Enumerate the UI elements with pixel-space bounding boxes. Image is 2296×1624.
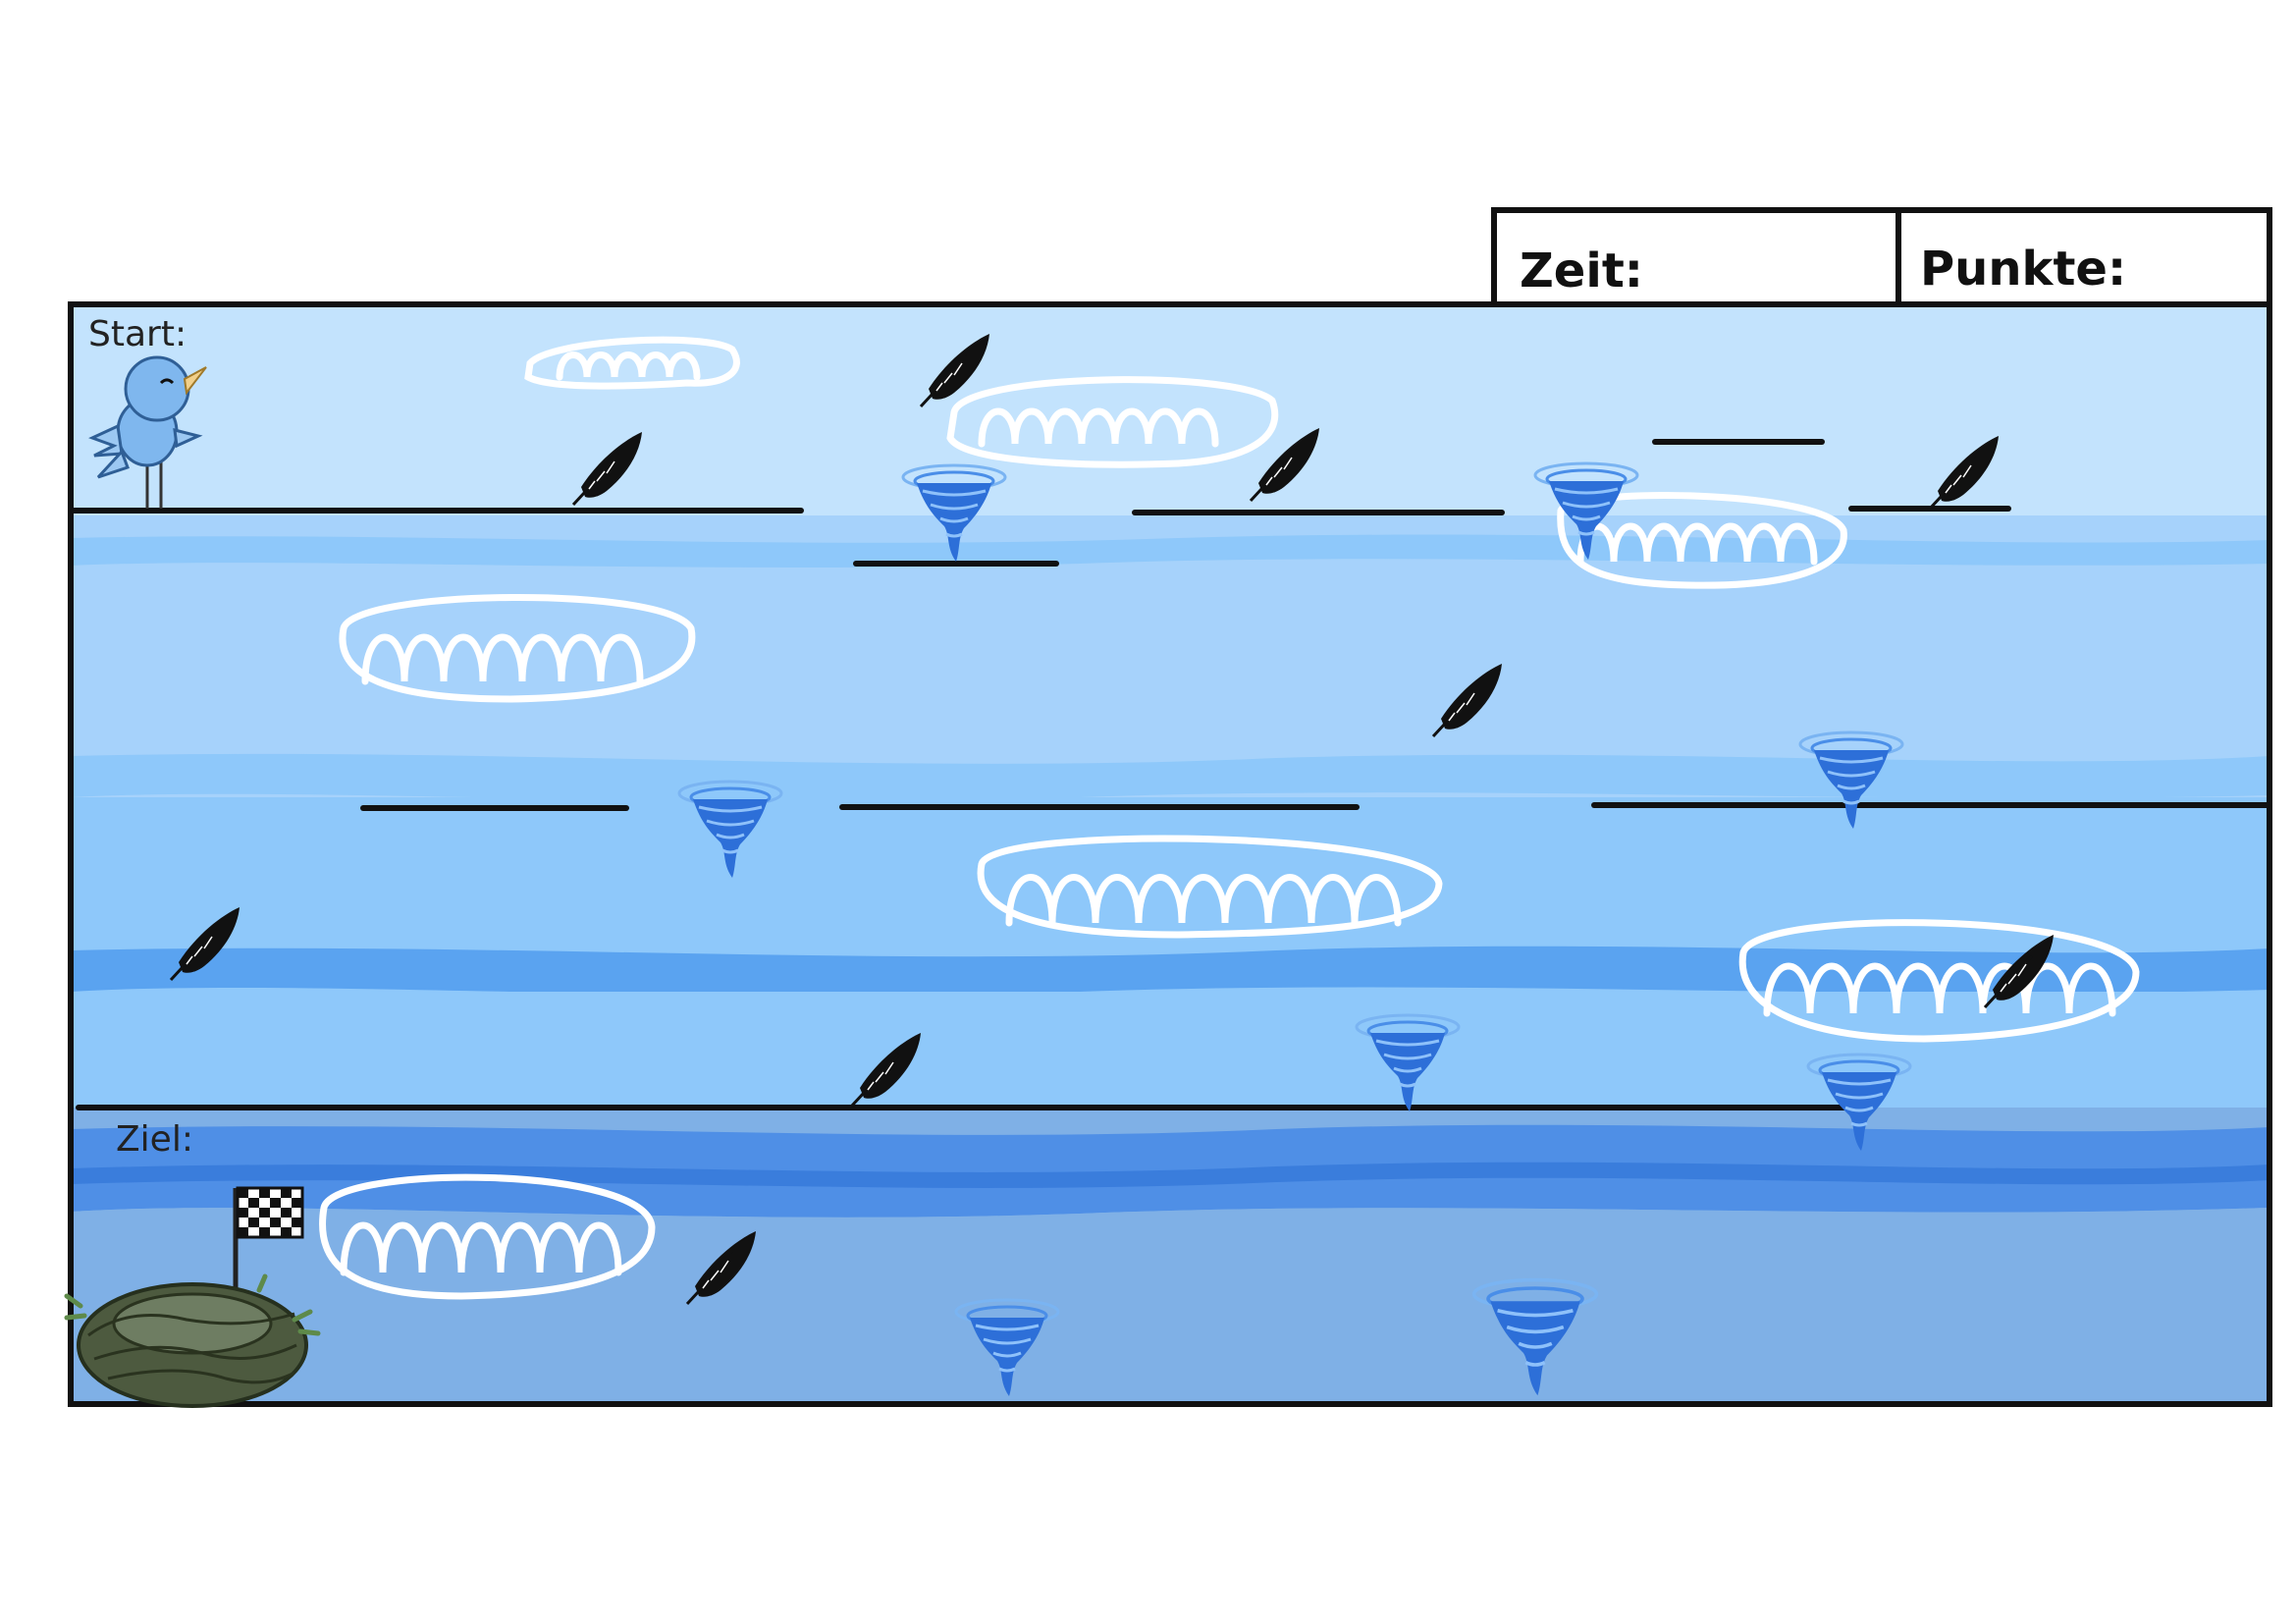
- goal-label: Ziel:: [116, 1119, 193, 1160]
- lane-lines: [70, 439, 2270, 1110]
- cloud-scribble: [319, 1173, 656, 1300]
- bluebird-icon[interactable]: [88, 355, 207, 509]
- board-background: [70, 304, 2270, 1404]
- game-board-frame: [68, 301, 2272, 1407]
- points-label: Punkte:: [1920, 242, 2126, 297]
- cloud-scribble: [524, 336, 740, 390]
- points-box: [1896, 207, 2272, 307]
- cloud-scribble: [1557, 492, 1847, 589]
- time-label: Zeit:: [1520, 244, 1643, 298]
- cloud-scribble: [339, 594, 696, 703]
- start-label: Start:: [88, 314, 187, 354]
- cloud-scribble: [946, 376, 1279, 468]
- time-box: [1491, 207, 1901, 307]
- cloud-scribble: [977, 835, 1443, 939]
- clouds: [319, 336, 2140, 1300]
- cloud-scribble: [1738, 919, 2140, 1043]
- checkered-flag-icon: [236, 1186, 304, 1239]
- hud: Zeit: Punkte:: [1491, 207, 2272, 307]
- nest-with-checkered-flag-icon[interactable]: [64, 1186, 321, 1408]
